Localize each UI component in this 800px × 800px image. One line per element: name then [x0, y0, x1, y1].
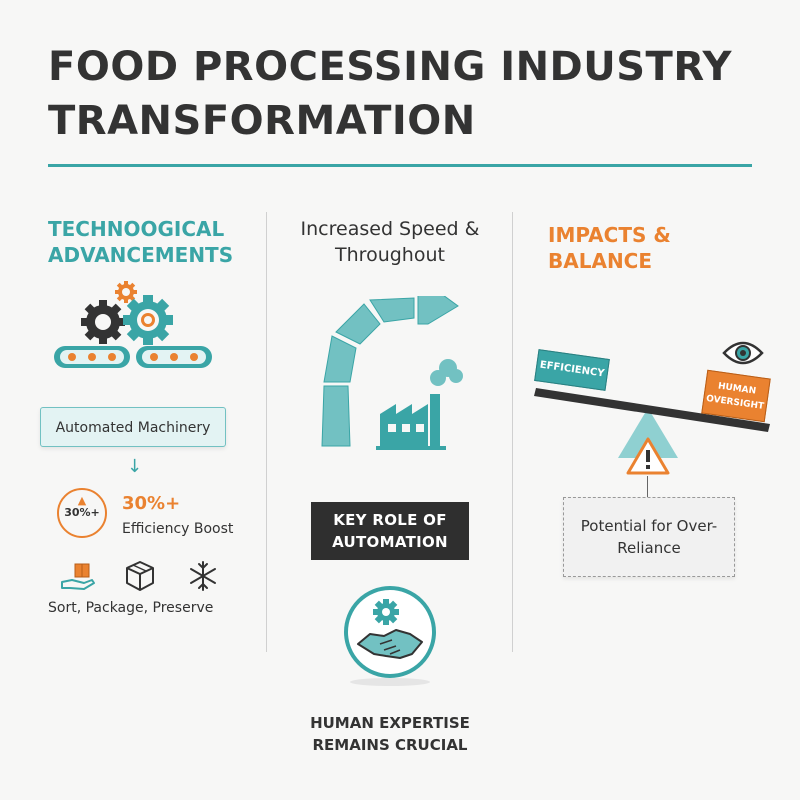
warning-icon — [626, 437, 670, 475]
gears-conveyor-icon — [54, 281, 212, 368]
title-underline — [48, 164, 752, 167]
curved-arrow-factory-icon — [321, 296, 463, 450]
balance-scale-icon — [534, 388, 770, 458]
column-divider-right — [512, 212, 513, 652]
automated-machinery-box: Automated Machinery — [40, 407, 226, 447]
arrow-down-icon: ↓ — [127, 456, 143, 477]
efficiency-badge: ▲ 30%+ — [57, 488, 107, 538]
efficiency-label: Efficiency Boost — [122, 521, 234, 537]
middle-heading: Increased Speed & Throughout — [300, 218, 480, 266]
warning-connector — [647, 476, 648, 497]
human-oversight-weight: HUMAN OVERSIGHT — [701, 369, 771, 423]
human-expertise-label: HUMAN EXPERTISE REMAINS CRUCIAL — [310, 714, 470, 754]
over-reliance-box: Potential for Over-Reliance — [563, 497, 735, 577]
handshake-gear-icon — [344, 586, 436, 686]
key-role-banner: KEY ROLE OF AUTOMATION — [311, 502, 469, 560]
page-title: FOOD PROCESSING INDUSTRY TRANSFORMATION — [48, 44, 732, 144]
eye-icon — [722, 341, 764, 365]
column-divider-left — [266, 212, 267, 652]
sort-package-preserve-label: Sort, Package, Preserve — [48, 600, 214, 616]
efficiency-badge-label: 30%+ — [64, 506, 100, 519]
package-icon — [126, 561, 154, 591]
left-heading: TECHNOOGICAL ADVANCEMENTS — [48, 217, 234, 267]
hand-box-icon — [61, 563, 95, 590]
right-heading: IMPACTS & BALANCE — [548, 223, 671, 273]
snowflake-icon — [190, 561, 216, 591]
efficiency-value: 30%+ — [122, 493, 181, 514]
arrow-up-icon: ▲ — [77, 494, 87, 507]
